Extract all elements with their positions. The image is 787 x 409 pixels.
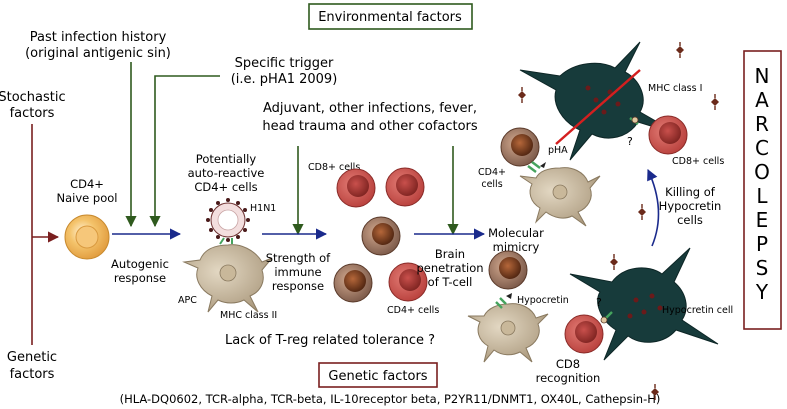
hypocretin-cell-label: Hypocretin cell <box>662 305 733 316</box>
cd8-recognition-line1: CD8 <box>556 357 580 371</box>
question-bottom: ? <box>596 296 602 309</box>
cd8-cells-top-label: CD8+ cells <box>308 162 360 173</box>
naive-pool-line2: Naive pool <box>57 191 118 205</box>
cd4-cells-right-line1: CD4+ <box>478 167 506 178</box>
cd8-recognition-line2: recognition <box>536 371 601 385</box>
cd8-cells-right-label: CD8+ cells <box>672 156 724 167</box>
apc-dendritic-cell <box>182 237 273 313</box>
narcolepsy-letter: E <box>756 208 769 232</box>
genetic-label-line1: Genetic <box>7 350 57 365</box>
cd4-cell <box>333 263 373 303</box>
cd8-cell <box>385 167 425 207</box>
narcolepsy-letter: S <box>756 256 769 280</box>
narcolepsy-letter: L <box>756 184 768 208</box>
narcolepsy-box <box>743 50 782 330</box>
mhc-class-ii-label: MHC class II <box>220 310 277 321</box>
past-infection-line1: Past infection history <box>30 30 167 45</box>
narcolepsy-letter: C <box>755 136 769 160</box>
genetic-factors-title: Genetic factors <box>328 369 427 384</box>
autogenic-line2: response <box>114 271 166 285</box>
specific-trigger-line1: Specific trigger <box>235 56 334 71</box>
narcolepsy-letter: R <box>755 112 769 136</box>
killing-line2: Hypocretin <box>659 199 722 213</box>
genetic-factors-box <box>318 362 438 388</box>
environmental-factors-title: Environmental factors <box>318 10 462 25</box>
treg-tolerance-question: Lack of T-reg related tolerance ? <box>225 333 435 348</box>
strength-line1: Strength of <box>266 251 331 265</box>
specific-trigger-line2: (i.e. pHA1 2009) <box>231 72 338 87</box>
hypocretin-label: Hypocretin <box>517 295 569 306</box>
pha-label: pHA <box>548 145 568 156</box>
specific-trigger-arrow <box>149 75 220 228</box>
autoreactive-line2: auto-reactive <box>188 166 265 180</box>
genetic-label-line2: factors <box>10 367 55 382</box>
narcolepsy-letter: O <box>754 160 770 184</box>
narcolepsy-letter: N <box>755 64 770 88</box>
narcolepsy-letter: A <box>755 88 769 112</box>
strength-line2: immune <box>274 265 321 279</box>
brain-penetration-line1: Brain <box>435 247 465 261</box>
autogenic-line1: Autogenic <box>111 257 169 271</box>
hypocretin-presenting-apc <box>467 293 549 363</box>
pha-presenting-apc <box>519 161 601 227</box>
stochastic-label-line2: factors <box>10 106 55 121</box>
blocked-mhc-red-slash <box>555 69 641 145</box>
naive-pool-line1: CD4+ <box>70 177 104 191</box>
killing-line1: Killing of <box>665 185 716 199</box>
environmental-factors-box <box>308 3 473 30</box>
molecular-mimicry-line2: mimicry <box>493 240 540 254</box>
cd4-cell <box>488 250 528 290</box>
past-infection-line2: (original antigenic sin) <box>25 46 171 61</box>
cd4-cells-right-line2: cells <box>481 179 502 190</box>
strength-line3: response <box>272 279 324 293</box>
killing-line3: cells <box>677 213 703 227</box>
cd8-cell <box>388 262 428 302</box>
hypocretin-peptide-particles <box>518 42 719 400</box>
brain-penetration-line2: penetration <box>416 261 483 275</box>
cd4-cells-mid-label: CD4+ cells <box>387 305 439 316</box>
question-top: ? <box>627 135 633 148</box>
cd4-cell <box>361 216 401 256</box>
mhc-class-i-label: MHC class I <box>648 83 702 94</box>
naive-cd4-cell <box>64 214 110 260</box>
cd8-cell <box>648 115 688 155</box>
autoreactive-line1: Potentially <box>196 152 257 166</box>
narcolepsy-letter: P <box>756 232 768 256</box>
h1n1-virus <box>206 198 250 242</box>
stochastic-label-line1: Stochastic <box>0 90 66 105</box>
molecular-mimicry-line1: Molecular <box>488 226 544 240</box>
narcolepsy-letter: Y <box>755 280 769 304</box>
neuron-mhc-class-i <box>519 41 681 161</box>
adjuvant-line1: Adjuvant, other infections, fever, <box>263 101 477 116</box>
autoreactive-line3: CD4+ cells <box>194 180 257 194</box>
apc-label: APC <box>178 295 197 306</box>
narcolepsy-vertical-title: N A R C O L E P S Y <box>754 64 770 304</box>
h1n1-label: H1N1 <box>250 203 276 214</box>
adjuvant-line2: head trauma and other cofactors <box>262 119 478 134</box>
cd8-cell <box>564 314 604 354</box>
genetic-factors-list: (HLA-DQ0602, TCR-alpha, TCR-beta, IL-10r… <box>120 392 661 406</box>
cd8-cell <box>336 168 376 208</box>
hypocretin-neuron <box>569 247 719 361</box>
brain-penetration-line3: of T-cell <box>428 275 473 289</box>
killing-arrow <box>647 168 660 247</box>
cd4-cell <box>500 127 540 167</box>
